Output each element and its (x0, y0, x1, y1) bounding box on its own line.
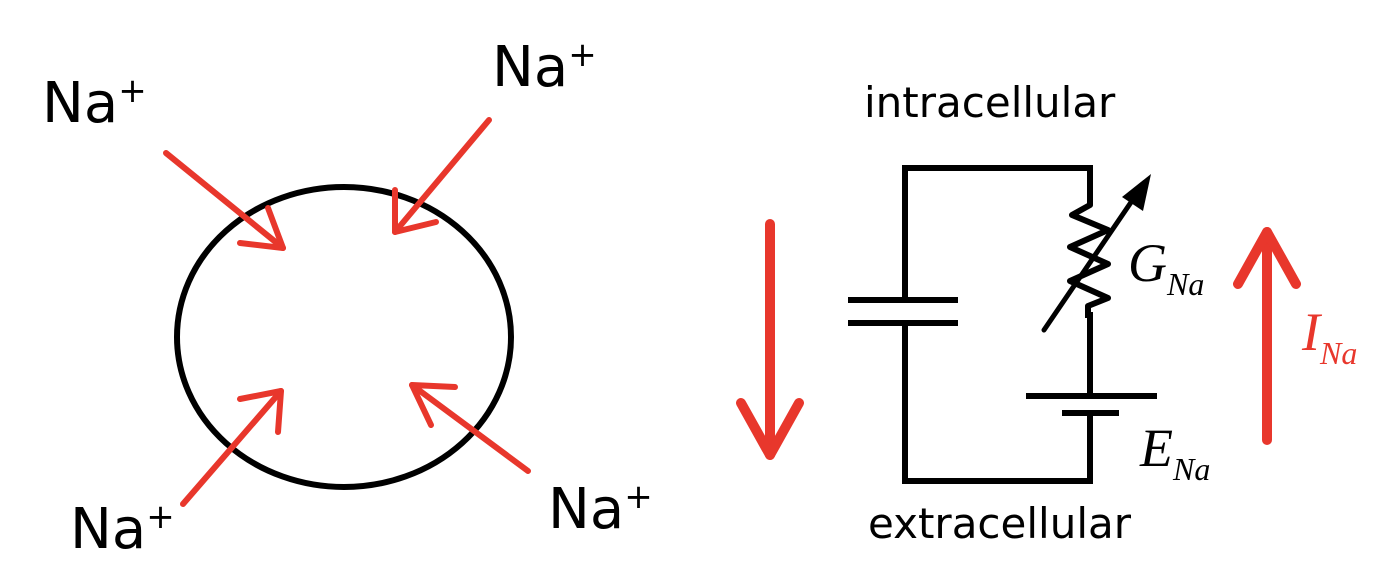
influx-arrows (163, 117, 531, 507)
influx-arrow-bottom-left (180, 388, 284, 507)
influx-arrow-bottom-right (409, 382, 531, 474)
ion-label-top-right: Na+ (492, 35, 597, 100)
extracellular-label: extracellular (868, 499, 1132, 548)
influx-arrow-top-right (392, 117, 492, 235)
current-label: INa (1301, 302, 1357, 371)
cell-membrane (174, 184, 514, 490)
wire-left-bottom (902, 320, 1093, 484)
variable-resistor-arrow (1041, 174, 1151, 333)
intracellular-label: intracellular (864, 78, 1116, 127)
conductance-label: GNa (1128, 233, 1204, 302)
resistor-zigzag (1067, 194, 1111, 318)
circuit (848, 165, 1157, 484)
wire-left-top (902, 165, 1093, 303)
ion-label-bottom-right: Na+ (548, 477, 653, 542)
ion-label-top-left: Na+ (42, 71, 147, 136)
cell-group (174, 184, 514, 490)
reversal-label: ENa (1139, 418, 1210, 487)
down-current-arrow (736, 219, 804, 460)
ion-label-bottom-left: Na+ (70, 497, 175, 562)
influx-arrow-top-left (163, 150, 286, 251)
up-current-arrow (1233, 227, 1301, 445)
